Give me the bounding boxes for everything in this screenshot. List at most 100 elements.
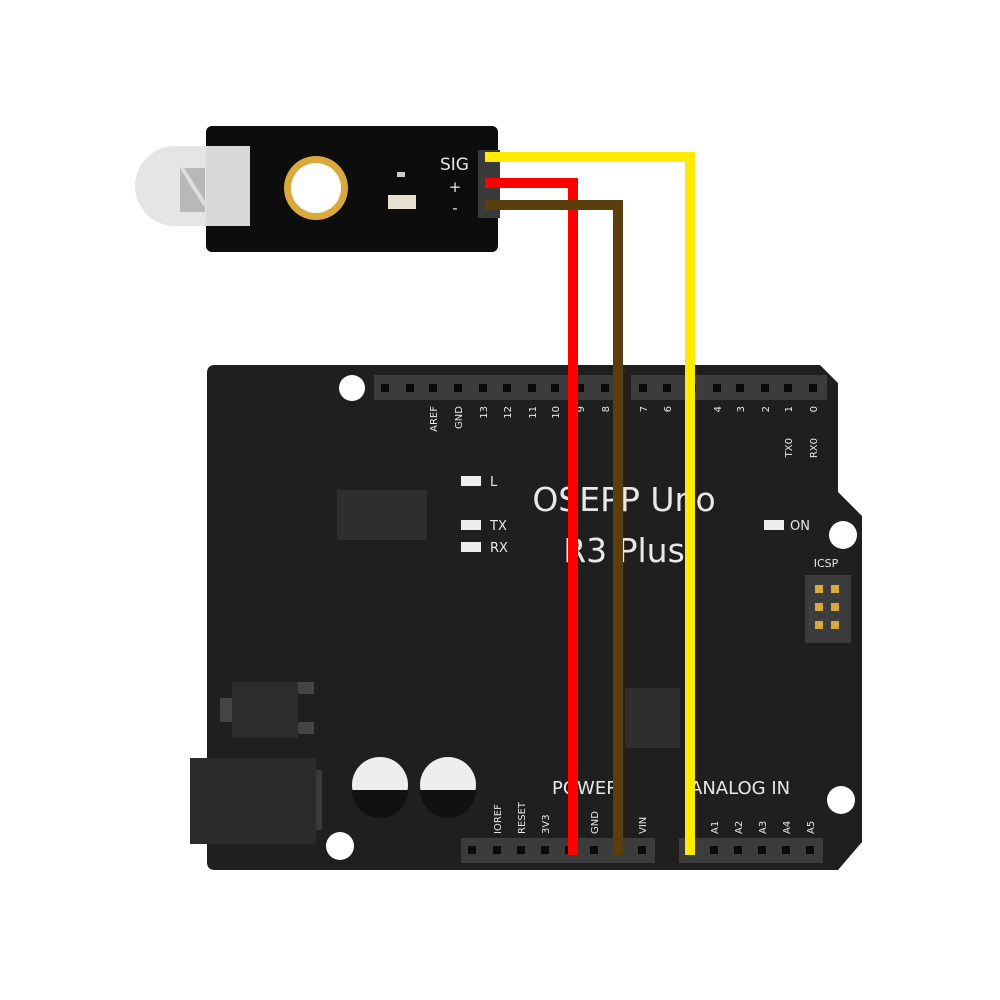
header-pin[interactable] (663, 384, 671, 392)
led-rx (461, 542, 481, 552)
wires (485, 152, 695, 855)
header-pin[interactable] (806, 846, 814, 854)
pin-label: 13 (479, 406, 490, 419)
header-pin[interactable] (761, 384, 769, 392)
led-tx-label: TX (489, 519, 507, 534)
mount-hole (291, 163, 341, 213)
header-pin[interactable] (782, 846, 790, 854)
pin-label: AREF (429, 406, 440, 432)
power-label: POWER (552, 778, 619, 799)
pin-label: 3 (736, 406, 747, 412)
header-pin[interactable] (576, 384, 584, 392)
pin-label: 11 (528, 406, 539, 419)
icsp-pin (831, 603, 839, 611)
board-title-line2: R3 Plus (563, 531, 685, 570)
pin-label: A5 (806, 821, 817, 834)
pin-label: 2 (761, 406, 772, 412)
header-pin[interactable] (713, 384, 721, 392)
pin-label-plus: + (449, 178, 462, 196)
header-pin[interactable] (809, 384, 817, 392)
icsp-header (805, 575, 851, 643)
voltage-regulator (220, 682, 314, 738)
pin-label: 12 (503, 406, 514, 419)
led-on (764, 520, 784, 530)
header-pin[interactable] (784, 384, 792, 392)
pin-label: RESET (517, 801, 528, 834)
ir-sensor-module: SIG + - (135, 126, 500, 252)
pin-label: 9 (576, 406, 587, 412)
pin-label-sig: SIG (440, 155, 469, 175)
pin-label: 8 (601, 406, 612, 412)
header-pin[interactable] (639, 384, 647, 392)
header-pin[interactable] (528, 384, 536, 392)
led-rx-label: RX (490, 541, 508, 556)
header-pin[interactable] (758, 846, 766, 854)
header-pin[interactable] (479, 384, 487, 392)
arduino-board: OSEPP Uno R3 Plus L TX RX ON ICSP POWER … (190, 365, 862, 870)
icsp-pin (831, 585, 839, 593)
header-pin[interactable] (454, 384, 462, 392)
header-pin[interactable] (381, 384, 389, 392)
header-pin[interactable] (710, 846, 718, 854)
pin-label: IOREF (493, 804, 504, 834)
header-block (679, 838, 823, 863)
mount-hole (829, 521, 857, 549)
led-tx (461, 520, 481, 530)
capacitor (352, 757, 408, 818)
pin-label: A1 (710, 821, 721, 834)
pin-label: A4 (782, 821, 793, 834)
pin-label: GND (454, 406, 465, 429)
header-pin[interactable] (406, 384, 414, 392)
pin-label: RX0 (809, 438, 820, 458)
pin-label: A2 (734, 821, 745, 834)
pin-label: 6 (663, 406, 674, 412)
header-pin[interactable] (638, 846, 646, 854)
header-pin[interactable] (503, 384, 511, 392)
header-pin[interactable] (590, 846, 598, 854)
analog-in-label: ANALOG IN (690, 778, 790, 799)
ir-led-icon (135, 146, 250, 226)
led-l (461, 476, 481, 486)
smd-component (397, 172, 405, 177)
header-pin[interactable] (734, 846, 742, 854)
sensor-pcb (206, 126, 498, 252)
pin-label: 10 (551, 406, 562, 419)
capacitor (420, 757, 476, 818)
header-block (631, 375, 827, 400)
header-pin[interactable] (541, 846, 549, 854)
led-on-label: ON (790, 519, 810, 534)
led-l-label: L (490, 475, 498, 490)
header-pin[interactable] (429, 384, 437, 392)
icsp-pin (815, 585, 823, 593)
wire-signal[interactable] (485, 152, 695, 855)
chip (625, 688, 680, 748)
pin-label: GND (590, 811, 601, 834)
power-jack (190, 758, 322, 844)
wire-ground[interactable] (485, 200, 623, 855)
header-block (461, 838, 655, 863)
header-pin[interactable] (736, 384, 744, 392)
pin-label: 7 (639, 406, 650, 412)
header-pin[interactable] (517, 846, 525, 854)
wire-power[interactable] (485, 178, 578, 855)
pin-label: 3V3 (541, 814, 552, 834)
pin-label: 0 (809, 406, 820, 412)
pin-label-minus: - (452, 199, 457, 217)
pin-label: 1 (784, 406, 795, 412)
pin-label: A3 (758, 821, 769, 834)
mount-hole (827, 786, 855, 814)
header-pin[interactable] (551, 384, 559, 392)
mount-hole (326, 832, 354, 860)
pin-label: TX0 (784, 438, 795, 458)
mount-hole (339, 375, 365, 401)
header-pin[interactable] (468, 846, 476, 854)
pin-label: 4 (713, 406, 724, 412)
chip (337, 490, 427, 540)
icsp-label: ICSP (814, 557, 839, 570)
icsp-pin (815, 603, 823, 611)
header-pin[interactable] (601, 384, 609, 392)
header-pin[interactable] (493, 846, 501, 854)
